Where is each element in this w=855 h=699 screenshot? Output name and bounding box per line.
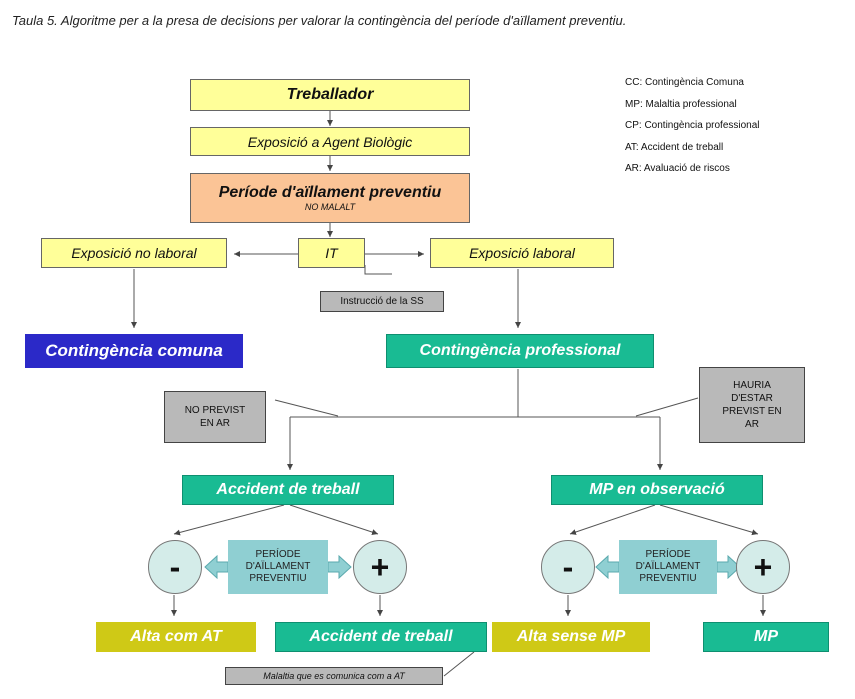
legend-item-mp: MP: Malaltia professional	[625, 98, 737, 110]
node-mp: MP	[703, 622, 829, 652]
legend-item-ar: AR: Avaluació de riscos	[625, 163, 730, 174]
periode-label-left-text: PERÍODE D'AÏLLAMENT PREVENTIU	[245, 549, 311, 584]
node-contingencia-professional-label: Contingència professional	[419, 342, 621, 359]
node-alta-sense-mp-label: Alta sense MP	[516, 628, 626, 645]
minus-circle-right: -	[541, 540, 595, 594]
node-no-previst-ar: NO PREVIST EN AR	[164, 391, 266, 443]
node-it-label: IT	[325, 245, 338, 261]
node-contingencia-professional: Contingència professional	[386, 334, 654, 368]
legend-item-cp: CP: Contingència professional	[625, 120, 760, 131]
node-exposicio-no-laboral-label: Exposició no laboral	[71, 245, 197, 261]
node-accident-treball: Accident de treball	[182, 475, 394, 505]
periode-label-right: PERÍODE D'AÏLLAMENT PREVENTIU	[619, 540, 717, 594]
node-accident-treball-result-label: Accident de treball	[309, 628, 453, 645]
node-periode-subtitle: NO MALALT	[304, 202, 356, 212]
periode-label-right-text: PERÍODE D'AÏLLAMENT PREVENTIU	[635, 549, 701, 584]
minus-sign-right: -	[562, 548, 574, 585]
node-accident-treball-result: Accident de treball	[275, 622, 487, 652]
node-hauria-previst-ar: HAURIA D'ESTAR PREVIST EN AR	[699, 367, 805, 443]
node-accident-treball-label: Accident de treball	[216, 481, 360, 498]
node-exposicio-laboral: Exposició laboral	[430, 238, 614, 268]
node-it: IT	[298, 238, 365, 268]
node-alta-sense-mp: Alta sense MP	[492, 622, 650, 652]
legend: CC: Contingència Comuna MP: Malaltia pro…	[625, 72, 760, 180]
node-contingencia-comuna-label: Contingència comuna	[45, 341, 223, 360]
periode-label-left: PERÍODE D'AÏLLAMENT PREVENTIU	[228, 540, 328, 594]
node-exposicio-agent-label: Exposició a Agent Biològic	[247, 133, 413, 150]
legend-item-cc: CC: Contingència Comuna	[625, 77, 744, 88]
figure-caption: Taula 5. Algoritme per a la presa de dec…	[12, 13, 627, 28]
node-exposicio-no-laboral: Exposició no laboral	[41, 238, 227, 268]
node-mp-observacio-label: MP en observació	[589, 481, 725, 498]
node-alta-com-at: Alta com AT	[96, 622, 256, 652]
minus-sign-left: -	[169, 548, 181, 585]
plus-sign-left: +	[370, 548, 390, 585]
legend-item-at: AT: Accident de treball	[625, 141, 724, 153]
node-exposicio-agent: Exposició a Agent Biològic	[190, 127, 470, 156]
node-treballador: Treballador	[190, 79, 470, 111]
plus-circle-right: +	[736, 540, 790, 594]
minus-circle-left: -	[148, 540, 202, 594]
node-treballador-label: Treballador	[286, 86, 374, 103]
node-instruccio-ss: Instrucció de la SS	[320, 291, 444, 312]
plus-sign-right: +	[753, 548, 773, 585]
node-contingencia-comuna: Contingència comuna	[25, 334, 243, 368]
node-malaltia-at-label: Malaltia que es comunica com a AT	[263, 670, 405, 681]
node-instruccio-ss-label: Instrucció de la SS	[340, 296, 424, 307]
node-alta-com-at-label: Alta com AT	[130, 628, 222, 645]
node-mp-observacio: MP en observació	[551, 475, 763, 505]
node-periode-title: Període d'aïllament preventiu	[218, 184, 442, 201]
plus-circle-left: +	[353, 540, 407, 594]
node-periode-aillament: Període d'aïllament preventiu NO MALALT	[190, 173, 470, 223]
node-exposicio-laboral-label: Exposició laboral	[469, 245, 575, 261]
node-hauria-previst-ar-label: HAURIA D'ESTAR PREVIST EN AR	[722, 380, 782, 430]
node-malaltia-at: Malaltia que es comunica com a AT	[225, 667, 443, 685]
node-mp-label: MP	[754, 628, 778, 645]
node-no-previst-ar-label: NO PREVIST EN AR	[184, 405, 246, 429]
